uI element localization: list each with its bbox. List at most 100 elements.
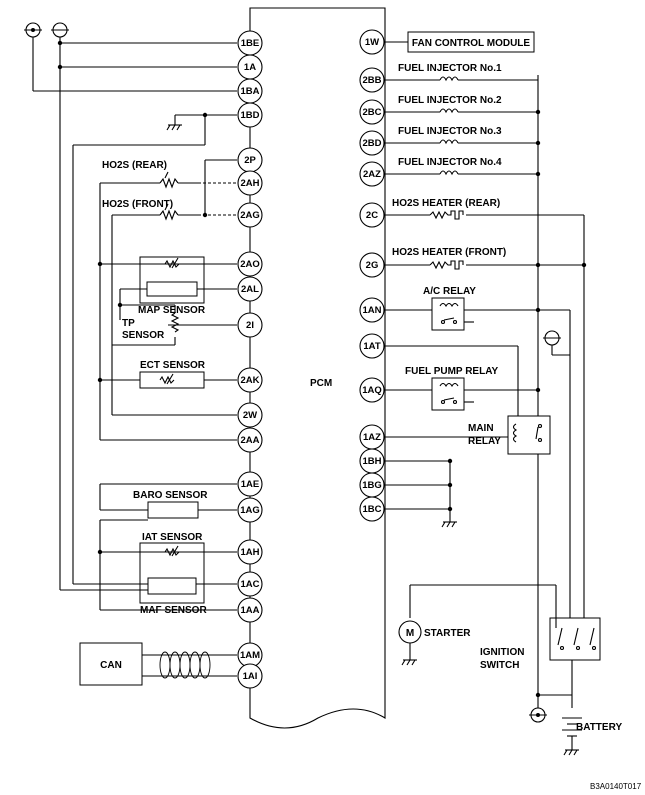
- pin-right-13: 1BC: [359, 496, 385, 522]
- pin-circle: [359, 333, 385, 359]
- pin-label: 2AG: [240, 210, 260, 221]
- pin-left-5: 2AH: [237, 170, 263, 196]
- pin-left-12: 2AA: [237, 427, 263, 453]
- pin-left-15: 1AH: [237, 539, 263, 565]
- pin-label: 2I: [246, 320, 254, 331]
- pin-circle: [359, 99, 385, 125]
- pin-circle: [237, 312, 263, 338]
- pin-right-10: 1AZ: [359, 424, 385, 450]
- pin-circle: [237, 427, 263, 453]
- pin-label: 1A: [244, 62, 256, 73]
- pin-label: 1AM: [240, 650, 260, 661]
- map-sensor-label: MAP SENSOR: [138, 305, 206, 316]
- tp-sensor-label-1: TP: [122, 318, 135, 329]
- ho2s-heater-front-label: HO2S HEATER (FRONT): [392, 247, 506, 258]
- fuel-injector-4-label: FUEL INJECTOR No.4: [398, 157, 502, 168]
- pin-label: 2AZ: [363, 169, 381, 180]
- pin-circle: [237, 539, 263, 565]
- pin-right-1: 2BB: [359, 67, 385, 93]
- left-wiring: CAN: [24, 22, 237, 686]
- right-labels: FUEL INJECTOR No.1 FUEL INJECTOR No.2 FU…: [392, 63, 622, 733]
- pcm-label: PCM: [310, 378, 332, 389]
- pin-label: 1W: [365, 37, 379, 48]
- pin-label: 1BC: [362, 504, 381, 515]
- right-wiring: FAN CONTROL MODULE: [385, 31, 601, 756]
- pin-label: 2W: [243, 410, 257, 421]
- fuel-pump-relay-label: FUEL PUMP RELAY: [405, 366, 498, 377]
- pin-circle: [237, 102, 263, 128]
- pin-right-8: 1AT: [359, 333, 385, 359]
- pin-label: 2BD: [362, 138, 381, 149]
- baro-sensor-label: BARO SENSOR: [133, 490, 208, 501]
- iat-sensor-label: IAT SENSOR: [142, 532, 203, 543]
- pin-label: 1AN: [362, 305, 381, 316]
- pin-circle: [237, 597, 263, 623]
- pin-label: 1BH: [362, 456, 381, 467]
- pin-circle: [359, 161, 385, 187]
- diagram-code: B3A0140T017: [590, 782, 642, 791]
- pin-right-6: 2G: [359, 252, 385, 278]
- pin-left-3: 1BD: [237, 102, 263, 128]
- pin-left-10: 2AK: [237, 367, 263, 393]
- pin-label: 2AO: [240, 259, 260, 270]
- pin-circle: [359, 29, 385, 55]
- pin-label: 1AE: [241, 479, 259, 490]
- pin-right-2: 2BC: [359, 99, 385, 125]
- pin-left-17: 1AA: [237, 597, 263, 623]
- pin-label: 1AI: [243, 671, 258, 682]
- tp-sensor-label-2: SENSOR: [122, 330, 165, 341]
- ignition-switch-label-1: IGNITION: [480, 647, 524, 658]
- pin-label: 1AC: [240, 579, 259, 590]
- pin-left-14: 1AG: [237, 497, 263, 523]
- left-labels: HO2S (REAR) HO2S (FRONT) MAP SENSOR TP S…: [102, 160, 208, 616]
- right-pin-group: 1W 2BB 2BC 2BD 2AZ 2C 2G 1AN 1AT 1AQ 1AZ 1BH 1BG 1BC: [359, 29, 385, 522]
- maf-sensor-label: MAF SENSOR: [140, 605, 207, 616]
- pin-label: 2AL: [241, 284, 259, 295]
- left-pin-group: 1BE1A1BA1BD2P2AH2AG2AO2AL2I2AK2W2AA1AE1A…: [237, 30, 263, 689]
- fan-control-module-label: FAN CONTROL MODULE: [412, 38, 530, 49]
- pin-right-12: 1BG: [359, 472, 385, 498]
- pin-left-11: 2W: [237, 402, 263, 428]
- can-box: [79, 642, 143, 686]
- pin-circle: [237, 497, 263, 523]
- pin-left-0: 1BE: [237, 30, 263, 56]
- pin-right-3: 2BD: [359, 130, 385, 156]
- maf-sensor-element: [147, 577, 197, 595]
- pin-right-4: 2AZ: [359, 161, 385, 187]
- ect-sensor-label: ECT SENSOR: [140, 360, 206, 371]
- pin-left-19: 1AI: [237, 663, 263, 689]
- pin-label: 1AA: [240, 605, 259, 616]
- pin-right-0: 1W: [359, 29, 385, 55]
- pin-left-7: 2AO: [237, 251, 263, 277]
- pin-circle: [237, 170, 263, 196]
- pin-label: 1BD: [240, 110, 259, 121]
- starter-label: STARTER: [424, 628, 471, 639]
- pin-right-7: 1AN: [359, 297, 385, 323]
- pin-circle: [359, 67, 385, 93]
- ac-relay-box: [431, 297, 465, 331]
- ect-sensor-box: [139, 371, 205, 389]
- pin-label: 2BB: [362, 75, 381, 86]
- fuel-injector-3-label: FUEL INJECTOR No.3: [398, 126, 502, 137]
- pin-label: 1AQ: [362, 385, 382, 396]
- pin-circle: [237, 471, 263, 497]
- pin-left-16: 1AC: [237, 571, 263, 597]
- fuel-injector-1-label: FUEL INJECTOR No.1: [398, 63, 502, 74]
- pin-left-9: 2I: [237, 312, 263, 338]
- map-sensor-element: [146, 281, 198, 297]
- pin-left-8: 2AL: [237, 276, 263, 302]
- pin-label: 1AH: [240, 547, 259, 558]
- fuel-injector-wires: [385, 76, 541, 177]
- fuel-injector-2-label: FUEL INJECTOR No.2: [398, 95, 502, 106]
- pin-label: 1BE: [241, 38, 259, 49]
- pin-label: 2C: [366, 210, 378, 221]
- battery-label: BATTERY: [576, 722, 622, 733]
- pin-label: 2BC: [362, 107, 381, 118]
- pcm-module: PCM: [249, 7, 386, 729]
- pin-left-4: 2P: [237, 147, 263, 173]
- twisted-pair-icon: [159, 651, 211, 679]
- pin-label: 1BG: [362, 480, 382, 491]
- pin-circle: [237, 571, 263, 597]
- ac-relay-label: A/C RELAY: [423, 286, 476, 297]
- ho2s-heater-rear-label: HO2S HEATER (REAR): [392, 198, 500, 209]
